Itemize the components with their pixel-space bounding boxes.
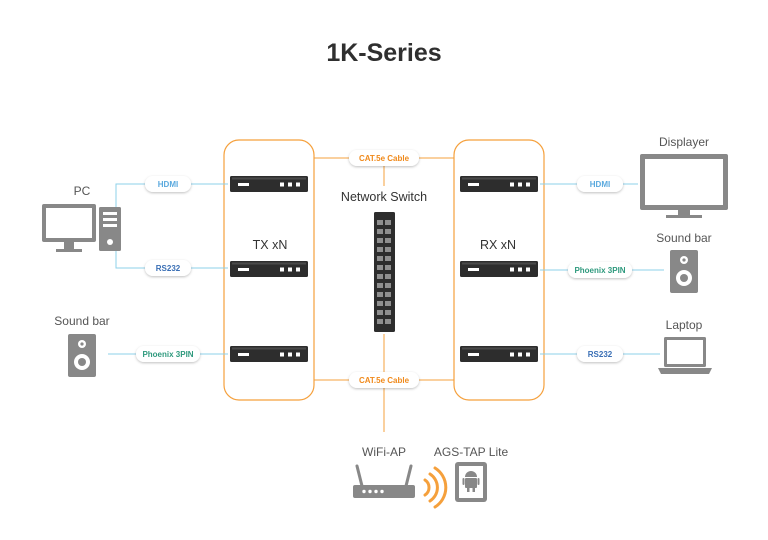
pill-cat-bottom [349,372,419,388]
wifi-ap-label: WiFi-AP [362,445,406,459]
switch-port [385,310,391,315]
tx-unit-1 [230,176,308,192]
wireless-signal-icon [423,466,448,509]
speaker-icon [670,250,698,293]
switch-port [385,238,391,243]
network-switch-icon [374,212,395,332]
switch-port [385,265,391,270]
displayer-label: Displayer [659,135,709,149]
switch-port [385,256,391,261]
switch-port [377,265,383,270]
page-title: 1K-Series [326,39,441,67]
label-rx-hdmi: HDMI [590,180,610,189]
tx-unit-3 [230,346,308,362]
pc-label: PC [74,184,91,198]
switch-port [377,301,383,306]
tx-group-box [223,139,315,401]
laptop-label: Laptop [666,318,703,332]
switch-port [377,310,383,315]
pill-tx-phoenix [136,346,200,362]
android-tablet-icon [455,462,487,502]
pill-tx-hdmi [145,176,191,192]
switch-port [385,319,391,324]
switch-label: Network Switch [341,190,427,204]
switch-port [377,247,383,252]
label-cat-bottom: CAT.5e Cable [359,376,410,385]
switch-port [385,283,391,288]
monitor-icon [640,154,728,218]
switch-port [377,319,383,324]
label-tx-rs232: RS232 [156,264,181,273]
tx-group-label: TX xN [253,238,288,252]
rx-unit-1 [460,176,538,192]
rx-unit-2 [460,261,538,277]
rx-unit-3 [460,346,538,362]
label-cat-top: CAT.5e Cable [359,154,410,163]
switch-port [377,238,383,243]
speaker-icon [68,334,96,377]
switch-port [377,256,383,261]
soundbar-right-label: Sound bar [656,231,711,245]
switch-port [385,229,391,234]
wifi-router-icon [353,464,415,498]
switch-port [385,247,391,252]
switch-port [377,220,383,225]
label-tx-phoenix: Phoenix 3PIN [142,350,193,359]
pill-tx-rs232 [145,260,191,276]
pill-rx-rs232 [577,346,623,362]
label-tx-hdmi: HDMI [158,180,178,189]
laptop-icon [658,337,712,374]
switch-port [385,220,391,225]
switch-port [377,274,383,279]
soundbar-left-label: Sound bar [54,314,109,328]
rx-group-label: RX xN [480,238,516,252]
pill-cat-top [349,150,419,166]
pill-rx-hdmi [577,176,623,192]
switch-port [377,292,383,297]
switch-port [385,301,391,306]
switch-port [385,292,391,297]
switch-port [377,283,383,288]
desktop-pc-icon [42,204,121,252]
tablet-label: AGS-TAP Lite [434,445,509,459]
switch-port [385,274,391,279]
cable-pills [136,150,632,388]
tx-unit-2 [230,261,308,277]
label-rx-phoenix: Phoenix 3PIN [574,266,625,275]
pill-rx-phoenix [568,262,632,278]
switch-port [377,229,383,234]
label-rx-rs232: RS232 [588,350,613,359]
